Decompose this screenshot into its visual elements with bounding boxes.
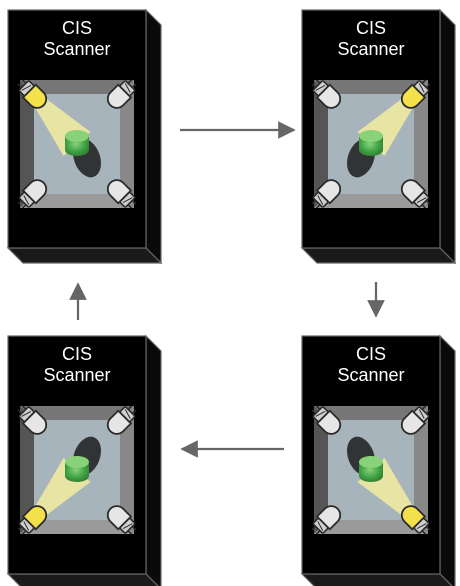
led-icon <box>400 179 431 209</box>
scanner-bottom-left: CIS Scanner <box>6 334 162 586</box>
scanner-window <box>17 405 137 535</box>
scanner-window <box>311 79 431 209</box>
scanner-bottom <box>300 247 457 264</box>
scanner-window <box>311 405 431 535</box>
led-icon-on <box>17 79 48 109</box>
scanner-label-line1: CIS <box>356 344 386 364</box>
scanner-side <box>439 334 456 586</box>
led-icon <box>106 505 137 535</box>
led-icon <box>106 79 137 109</box>
led-icon <box>311 179 342 209</box>
window-wall-bottom <box>20 194 134 208</box>
window-wall-top <box>314 406 428 420</box>
window-wall-top <box>20 80 134 94</box>
scanner-label-line2: Scanner <box>43 365 110 385</box>
scanner-label-line1: CIS <box>356 18 386 38</box>
scanner-window <box>17 79 137 209</box>
led-icon-on <box>17 505 48 535</box>
cylinder-object-icon <box>359 456 383 482</box>
led-icon <box>400 405 431 435</box>
cylinder-object-icon <box>65 456 89 482</box>
scanner-bottom <box>6 247 163 264</box>
scanner-label-line2: Scanner <box>337 39 404 59</box>
scanner-top-left: CIS Scanner <box>6 8 163 265</box>
scanner-label-line1: CIS <box>62 18 92 38</box>
scanner-top-right: CIS Scanner <box>300 8 457 265</box>
led-icon-on <box>400 505 431 535</box>
window-wall-top <box>314 80 428 94</box>
scanner-side <box>145 334 162 586</box>
led-icon <box>311 405 342 435</box>
led-icon <box>106 179 137 209</box>
scanner-bottom-right: CIS Scanner <box>300 334 456 586</box>
window-wall-bottom <box>20 520 134 534</box>
led-icon <box>106 405 137 435</box>
scanner-label-line1: CIS <box>62 344 92 364</box>
cylinder-object-icon <box>359 130 383 156</box>
window-wall-right <box>120 406 134 534</box>
window-wall-right <box>414 80 428 208</box>
led-icon <box>17 179 48 209</box>
scanner-side <box>439 8 456 265</box>
scanner-bottom <box>300 573 453 586</box>
led-icon <box>17 405 48 435</box>
scanner-label-line2: Scanner <box>337 365 404 385</box>
led-icon-on <box>400 79 431 109</box>
scanner-side <box>145 8 162 265</box>
scanner-label-line2: Scanner <box>43 39 110 59</box>
led-icon <box>311 505 342 535</box>
cylinder-object-icon <box>65 130 89 156</box>
window-wall-top <box>20 406 134 420</box>
window-wall-right <box>120 80 134 208</box>
window-wall-bottom <box>314 194 428 208</box>
window-wall-bottom <box>314 520 428 534</box>
window-wall-right <box>414 406 428 534</box>
led-icon <box>311 79 342 109</box>
scanner-bottom <box>6 573 159 586</box>
